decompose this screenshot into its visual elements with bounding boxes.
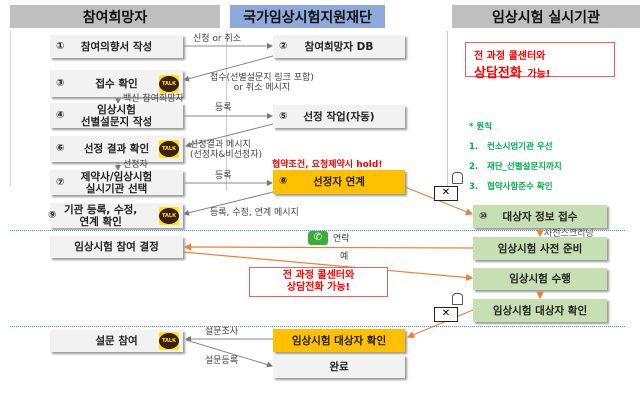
foundation-confirm-box: 임상시험 대상자 확인 — [273, 329, 405, 352]
step-10-box: ⑩ 대상자 정보 접수 — [473, 205, 607, 228]
step-label: 제약사/임상시험 실시기관 선택 — [80, 170, 153, 195]
step-label: 선정자 연계 — [313, 176, 365, 188]
envelope-icon: ✕ — [434, 186, 458, 201]
kakaotalk-icon: TALK — [159, 332, 179, 350]
decide-participation-box: 임상시험 참여 결정 — [50, 236, 183, 258]
talk-text: TALK — [159, 208, 179, 224]
header-foundation: 국가임상시험지원재단 — [230, 5, 385, 28]
callout-line: 전 과정 콜센터와 — [282, 270, 355, 281]
lock-icon — [452, 293, 463, 305]
label-survey-request: 설문조사 — [205, 327, 239, 337]
lane-divider — [447, 31, 448, 191]
step-label: 대상자 정보 접수 — [502, 210, 578, 223]
label-register: 등록 — [215, 171, 232, 181]
complete-box: 완료 — [273, 355, 405, 378]
principles-title: * 원칙 — [469, 122, 493, 132]
step-number: ⑨ — [48, 209, 57, 221]
header-institution: 임상시험 실시기관 — [452, 5, 640, 28]
step-6-box: ⑥ 선정 결과 확인 TALK — [50, 136, 183, 162]
step-label: 임상시험 선별설문지 작성 — [80, 103, 153, 128]
talk-text: TALK — [159, 333, 179, 349]
pre-preparation-box: 임상시험 사전 준비 — [473, 237, 607, 260]
step-label: 기관 등록, 수정, 연계 확인 — [64, 203, 138, 228]
envelope-icon: ✕ — [434, 307, 458, 322]
kakaotalk-icon: TALK — [159, 207, 179, 225]
kakaotalk-icon: TALK — [159, 75, 179, 93]
callout-call-center-mid: 전 과정 콜센터와 상담전화 가능! — [249, 267, 388, 297]
label-yes: 예 — [340, 252, 349, 262]
step-7-box: ⑦ 제약사/임상시험 실시기관 선택 — [50, 170, 183, 195]
label-receipt: 접수(선별설문지 링크 포함) or 취소 메시지 — [210, 73, 314, 93]
survey-box: 설문 참여 TALK — [50, 330, 183, 352]
step-1-box: ① 참여의향서 작성 — [50, 35, 183, 58]
label-survey-register: 설문등록 — [205, 356, 239, 366]
step-number: ⑩ — [479, 210, 488, 222]
label-register-msg: 등록, 수정, 연계 메시지 — [210, 208, 299, 218]
step-label: 설문 참여 — [95, 335, 138, 347]
callout-line: 상담전화 — [474, 66, 522, 81]
step-number: ⑤ — [279, 110, 288, 122]
step-number: ③ — [56, 77, 65, 89]
step-5-box: ⑤ 선정 작업(자동) — [273, 105, 405, 128]
talk-text: TALK — [159, 141, 179, 157]
label-contact: 연락 — [333, 234, 350, 244]
step-label: 참여의향서 작성 — [80, 40, 153, 53]
step-label: 접수 확인 — [95, 77, 138, 90]
label-screening: 사전스크리닝 — [544, 229, 594, 239]
lane-divider — [226, 31, 227, 191]
label-hold: 협약조건, 요청제약시 hold! — [272, 160, 383, 170]
step-number: ⑧ — [279, 176, 288, 187]
step-number: ⑥ — [56, 143, 65, 154]
phone-icon: ✆ — [308, 231, 328, 245]
principles: * 원칙 1. 컨소시엄기관 우선 2. 재단_선별설문지까지 3. 협약사항준… — [469, 112, 562, 202]
arrow-receipt — [183, 55, 274, 82]
trial-perform-box: 임상시험 수행 — [473, 268, 607, 290]
kakaotalk-icon: TALK — [159, 140, 179, 158]
header-participant: 참여희망자 — [10, 5, 220, 28]
step-number: ④ — [56, 109, 65, 121]
step-number: ② — [279, 40, 288, 52]
principle-item: 2. 재단_선별설문지까지 — [469, 162, 562, 172]
label-vaccine: 백신 참여희망자 — [123, 94, 184, 104]
label-selected: 선정자 — [123, 160, 148, 170]
section-divider — [10, 326, 625, 327]
principle-item: 3. 협약사항준수 확인 — [469, 182, 553, 192]
label-register: 등록 — [215, 103, 232, 113]
talk-text: TALK — [159, 76, 179, 92]
step-8-box: ⑧ 선정자 연계 — [273, 170, 405, 194]
callout-line: 상담전화 가능! — [286, 282, 351, 293]
callout-call-center: 전 과정 콜센터와 상담전화 가능! — [465, 42, 615, 81]
step-2-box: ② 참여희망자 DB — [273, 35, 405, 58]
callout-line: 전 과정 콜센터와 — [474, 51, 546, 62]
lane-border — [10, 31, 11, 186]
step-number: ⑦ — [56, 176, 65, 188]
step-label: 선정 작업(자동) — [303, 110, 375, 123]
step-number: ① — [56, 40, 65, 52]
principle-item: 1. 컨소시엄기관 우선 — [469, 142, 553, 152]
step-4-box: ④ 임상시험 선별설문지 작성 — [50, 103, 183, 128]
label-result-msg: 선정결과 메시지 (선정자&비선정자) — [190, 140, 263, 160]
step-label: 선정 결과 확인 — [83, 143, 150, 155]
institution-confirm-box: 임상시험 대상자 확인 — [473, 299, 607, 322]
section-divider — [10, 230, 625, 231]
step-3-box: ③ 접수 확인 TALK — [50, 70, 183, 97]
callout-line: 가능! — [527, 69, 551, 80]
lock-icon — [452, 172, 463, 184]
step-label: 참여희망자 DB — [304, 40, 374, 53]
step-9-box: ⑨ 기관 등록, 수정, 연계 확인 TALK — [48, 203, 183, 228]
label-apply: 신청 or 취소 — [193, 34, 242, 44]
